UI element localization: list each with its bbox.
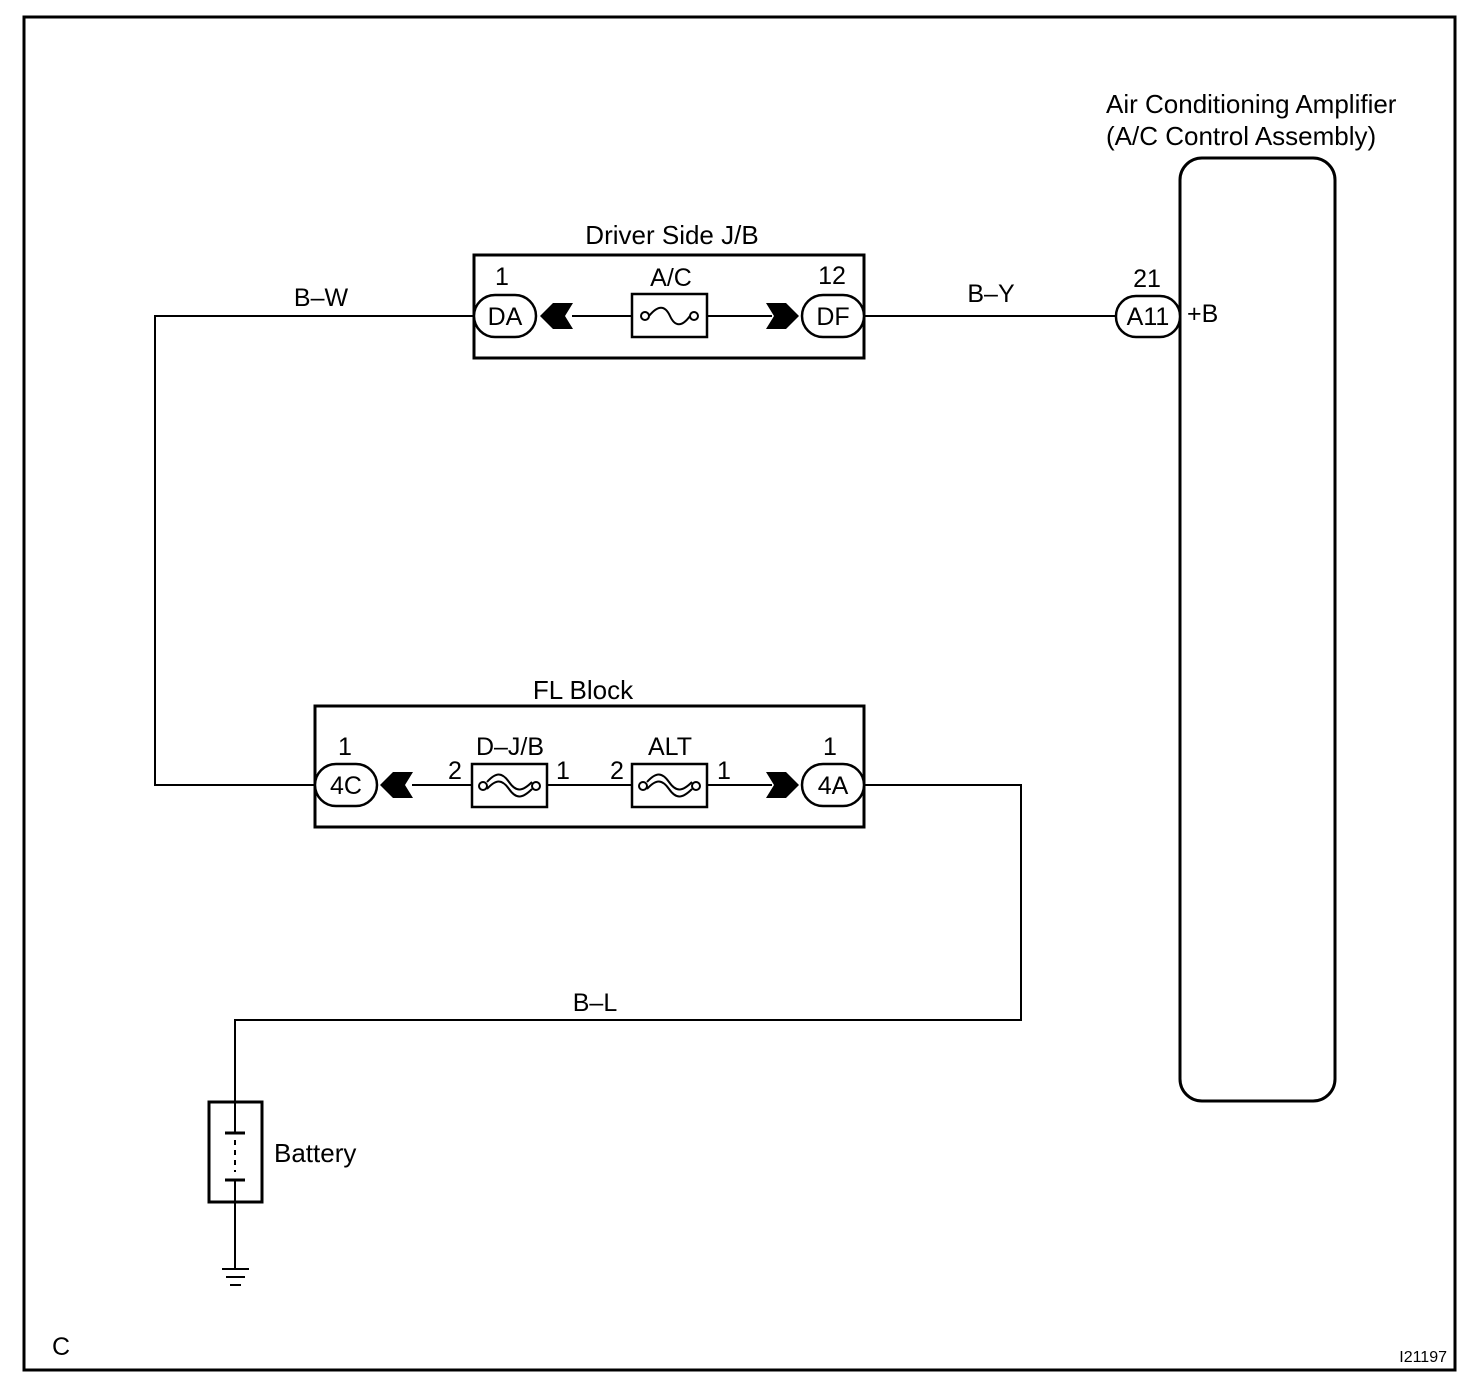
ac-fuse-element: [648, 306, 691, 326]
4c-pin: 1: [338, 733, 352, 761]
alt-fuse-terminal-right: [691, 781, 701, 791]
4a-arrow: [766, 772, 799, 798]
corner-label: C: [52, 1333, 70, 1361]
4a-connector-shell: [800, 762, 866, 808]
alt-pin-left: 2: [610, 757, 624, 785]
wire-by-label: B–Y: [967, 280, 1015, 308]
wire-bw: [154, 315, 474, 786]
amplifier-title-line1: Air Conditioning Amplifier: [1106, 89, 1397, 119]
da-arrow: [540, 303, 573, 329]
driver-jb-title: Driver Side J/B: [585, 220, 758, 250]
a11-connector-label: A11: [1127, 303, 1170, 331]
ac-fuse-terminal-right: [689, 311, 699, 321]
ground-icon: [222, 1268, 249, 1286]
df-pin: 12: [818, 262, 846, 290]
a11-connector-shell: [1114, 294, 1182, 339]
alt-pin-right: 1: [717, 757, 731, 785]
battery-label: Battery: [274, 1138, 356, 1168]
djb-pin-right: 1: [556, 757, 570, 785]
alt-fuse-label: ALT: [648, 733, 692, 761]
djb-fuse-label: D–J/B: [476, 733, 544, 761]
wire-bl-label: B–L: [573, 989, 618, 1017]
outer-frame: [22, 15, 1457, 1372]
djb-fuse-terminal-left: [478, 781, 488, 791]
4a-pin: 1: [823, 733, 837, 761]
ac-fuse-terminal-left: [640, 311, 650, 321]
djb-fuse-terminal-right: [531, 781, 541, 791]
alt-fuse-terminal-left: [638, 781, 648, 791]
4c-arrow: [380, 772, 413, 798]
da-pin: 1: [495, 263, 509, 291]
df-connector-shell: [800, 293, 866, 339]
da-connector-label: DA: [488, 303, 523, 331]
alt-fuse-element: [646, 773, 693, 798]
djb-fuse-element: [486, 773, 533, 798]
4c-connector-shell: [313, 762, 379, 808]
da-connector-shell: [472, 293, 538, 339]
df-connector-label: DF: [816, 303, 849, 331]
amplifier-title-line2: (A/C Control Assembly): [1106, 121, 1376, 151]
fl-block-title: FL Block: [533, 675, 634, 705]
4a-connector-label: 4A: [818, 772, 849, 800]
wire-bw-label: B–W: [294, 284, 349, 312]
fl-block-box: [313, 704, 866, 829]
wire-bl: [234, 784, 1022, 1102]
ac-fuse-label: A/C: [650, 264, 692, 292]
4c-connector-label: 4C: [330, 772, 362, 800]
a11-pin: 21: [1133, 265, 1161, 293]
driver-jb-box: [472, 253, 866, 360]
df-arrow: [766, 303, 799, 329]
figure-id: I21197: [1399, 1349, 1447, 1366]
djb-pin-left: 2: [448, 757, 462, 785]
amplifier-terminal-label: +B: [1187, 300, 1218, 328]
amplifier-body: [1178, 156, 1337, 1103]
